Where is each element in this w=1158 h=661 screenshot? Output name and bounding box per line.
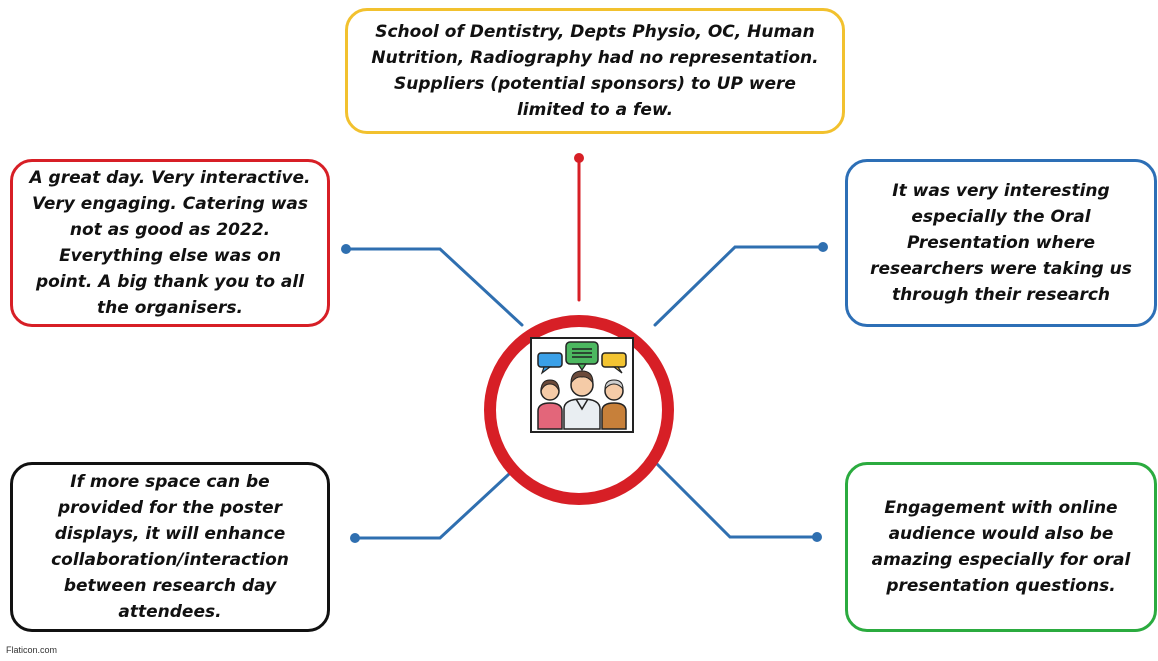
feedback-box-left: A great day. Very interactive. Very enga… [10, 159, 330, 327]
feedback-box-bottom-left: If more space can be provided for the po… [10, 462, 330, 632]
feedback-box-top: School of Dentistry, Depts Physio, OC, H… [345, 8, 845, 134]
feedback-box-right: It was very interesting especially the O… [845, 159, 1157, 327]
connector-dot-right [818, 242, 828, 252]
connector-bottom-right [653, 460, 819, 539]
connector-right [653, 245, 825, 327]
connector-dot-bottom-right [812, 532, 822, 542]
connector-left [344, 247, 524, 327]
group-discussion-icon [530, 337, 634, 433]
feedback-text-right: It was very interesting especially the O… [870, 181, 1132, 305]
connector-dot-bottom-left [350, 533, 360, 543]
footer-credit: Flaticon.com [6, 645, 58, 655]
feedback-box-bottom-right: Engagement with online audience would al… [845, 462, 1157, 632]
feedback-text-bottom-right: Engagement with online audience would al… [871, 498, 1131, 596]
feedback-text-bottom-left: If more space can be provided for the po… [51, 472, 289, 622]
connector-dot-top [574, 153, 584, 163]
connector-dot-left [341, 244, 351, 254]
feedback-text-top: School of Dentistry, Depts Physio, OC, H… [371, 22, 819, 120]
connector-bottom-left [353, 460, 524, 540]
feedback-text-left: A great day. Very interactive. Very enga… [29, 168, 311, 318]
